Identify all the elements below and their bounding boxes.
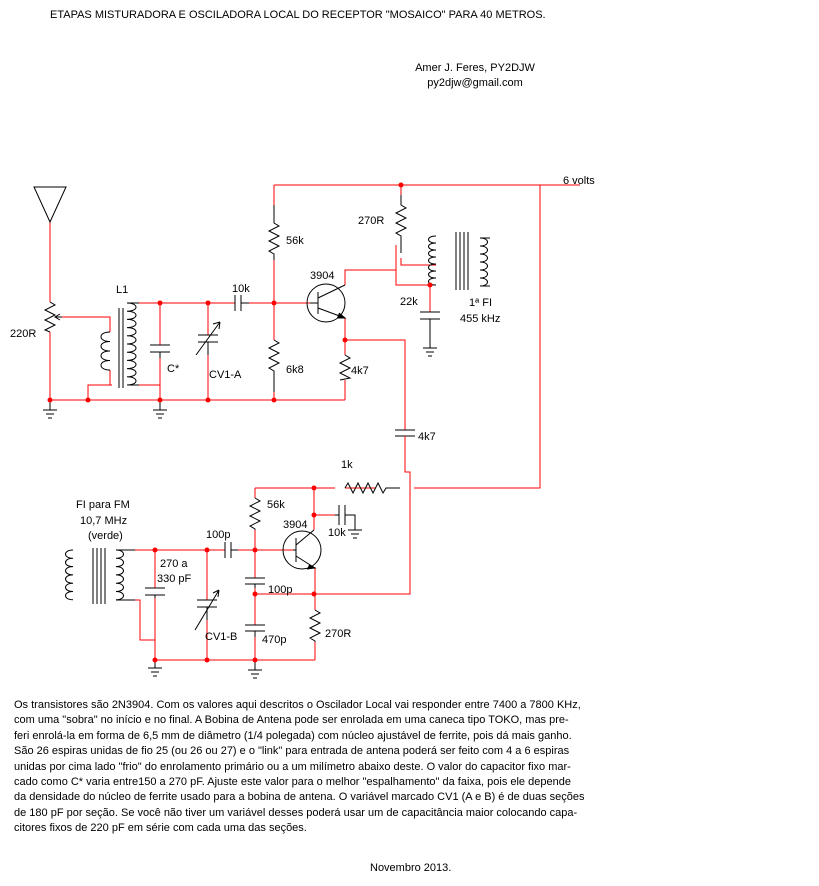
description-line: São 26 espiras unidas de fio 25 (ou 26 o…: [14, 745, 570, 758]
capacitor-4k7: [395, 429, 415, 440]
description-line: Os transistores são 2N3904. Com os valor…: [14, 699, 581, 711]
capacitor-c-star: [150, 344, 170, 358]
if-transformer-455khz: [428, 232, 490, 290]
description-line: citores fixos de 220 pF em série com cad…: [14, 822, 307, 835]
label-c-270-330-line1: 270 a: [160, 558, 188, 570]
label-fm-if-line1: FI para FM: [76, 499, 130, 511]
author-email: py2djw@gmail.com: [427, 77, 523, 89]
if-transformer-10-7mhz: [65, 548, 135, 604]
ground-icon: [43, 345, 437, 679]
transistor-q1: [306, 283, 347, 323]
antenna-icon: [33, 186, 67, 224]
label-c-470p: 470p: [262, 634, 286, 646]
resistor-56k-bottom: [248, 497, 262, 530]
label-r-56k-top: 56k: [286, 235, 304, 247]
potentiometer-220r: [43, 301, 62, 333]
description-line: de 180 pF por seção. Se você não tiver u…: [14, 806, 578, 819]
label-r-270-bottom: 270R: [325, 628, 351, 640]
label-c-270-330-line2: 330 pF: [157, 573, 192, 585]
description-line: cado como C* varia entre150 a 270 pF. Aj…: [14, 776, 571, 789]
resistor-270r-top: [394, 195, 408, 253]
label-fm-if-line3: (verde): [88, 530, 123, 542]
schematic-diagram: 6 volts 270R 56k 3904 220R L1 10k 22k 1ª…: [10, 175, 595, 679]
l1-coil: [100, 302, 139, 388]
description-line: com uma "sobra" no início e no final. A …: [14, 714, 569, 727]
label-c-10k-bypass: 10k: [328, 527, 346, 539]
capacitor-10k-coupling: [234, 295, 249, 311]
description-line: feri enrolá-la em forma de 6,5 mm de diâ…: [14, 729, 572, 742]
variable-capacitor-cv1a: [195, 321, 221, 356]
label-cv1b: CV1-B: [205, 631, 237, 643]
resistor-270r-bottom: [308, 609, 322, 642]
capacitor-470p: [245, 624, 265, 637]
label-cv1a: CV1-A: [209, 369, 242, 381]
resistor-4k7: [338, 354, 352, 381]
description-line: da densidade do núcleo de ferrite usado …: [14, 791, 585, 804]
label-supply: 6 volts: [563, 175, 595, 187]
label-if-455-line2: 455 kHz: [460, 313, 500, 325]
resistor-56k-top: [267, 205, 281, 260]
label-r-270-top: 270R: [358, 215, 384, 227]
label-r-1k: 1k: [341, 459, 353, 471]
date-footer: Novembro 2013.: [370, 862, 452, 874]
label-pot-220: 220R: [10, 328, 36, 340]
label-r-56k-bottom: 56k: [267, 499, 285, 511]
label-r-6k8: 6k8: [286, 364, 304, 376]
wires: [49, 184, 580, 661]
label-c-100p-feedback: 100p: [268, 584, 292, 596]
label-c-star: C*: [167, 363, 180, 375]
resistor-6k8: [267, 339, 281, 392]
description-text: Os transistores são 2N3904. Com os valor…: [14, 698, 714, 837]
page-title: ETAPAS MISTURADORA E OSCILADORA LOCAL DO…: [50, 9, 546, 21]
label-l1: L1: [116, 284, 128, 296]
capacitor-100p-coupling: [224, 542, 238, 558]
label-fm-if-line2: 10,7 MHz: [80, 515, 127, 527]
transistor-q2: [282, 529, 322, 570]
variable-capacitor-cv1b: [194, 589, 220, 631]
label-q2: 3904: [283, 519, 307, 531]
description-line: unidas por cima lado "frio" do enrolamen…: [14, 760, 571, 773]
capacitor-10k-bypass: [335, 505, 356, 530]
author-name: Amer J. Feres, PY2DJW: [415, 62, 535, 74]
label-c-10k-coupling: 10k: [232, 283, 250, 295]
label-c-100p-coupling: 100p: [206, 529, 230, 541]
label-c-4k7: 4k7: [418, 431, 436, 443]
capacitor-270-330pf: [145, 587, 165, 598]
component-labels: 6 volts 270R 56k 3904 220R L1 10k 22k 1ª…: [10, 175, 595, 646]
capacitor-22k: [420, 311, 440, 345]
label-if-455-line1: 1ª FI: [469, 297, 492, 309]
junction-dots: [47, 182, 433, 663]
label-c-22k: 22k: [400, 296, 418, 308]
label-r-4k7: 4k7: [351, 365, 369, 377]
resistor-1k: [344, 481, 400, 495]
capacitor-100p-feedback: [245, 577, 265, 588]
label-q1: 3904: [310, 270, 334, 282]
